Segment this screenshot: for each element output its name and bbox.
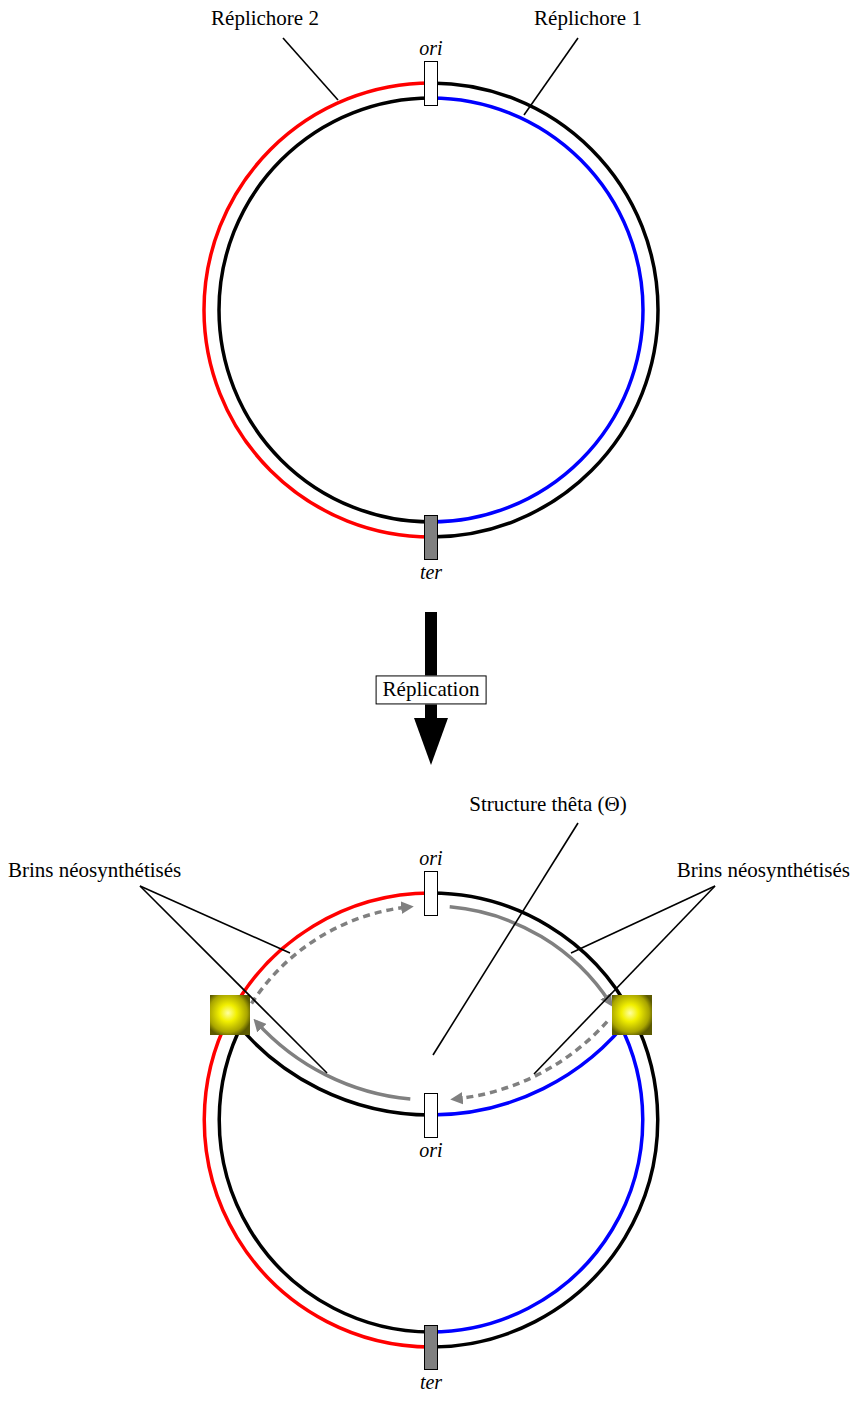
process-box: Réplication xyxy=(376,675,487,704)
marker-label: ori xyxy=(419,847,442,870)
structure-label: Structure thêta (Θ) xyxy=(469,792,626,816)
chromosome-bottom xyxy=(204,893,657,1347)
origin-marker: ori xyxy=(424,61,438,106)
new-strands xyxy=(252,907,611,1099)
replichore-label: Réplichore 2 xyxy=(211,6,319,30)
strand-label: Brins néosynthétisés xyxy=(8,858,181,882)
marker-label: ori xyxy=(419,37,442,60)
origin-marker: ori xyxy=(424,1093,438,1138)
replication-forks xyxy=(210,995,652,1035)
origin-marker: ori xyxy=(424,871,438,916)
terminus-marker: ter xyxy=(424,515,438,560)
strand-label: Brins néosynthétisés xyxy=(677,858,850,882)
chromosome-top xyxy=(204,83,658,537)
marker-label: ori xyxy=(419,1139,442,1162)
leader-lines-bottom xyxy=(140,823,715,1074)
replichore-label: Réplichore 1 xyxy=(534,6,642,30)
box-text: Réplication xyxy=(383,677,480,701)
terminus-marker: ter xyxy=(424,1325,438,1370)
marker-label: ter xyxy=(420,1371,442,1394)
marker-label: ter xyxy=(420,561,442,584)
